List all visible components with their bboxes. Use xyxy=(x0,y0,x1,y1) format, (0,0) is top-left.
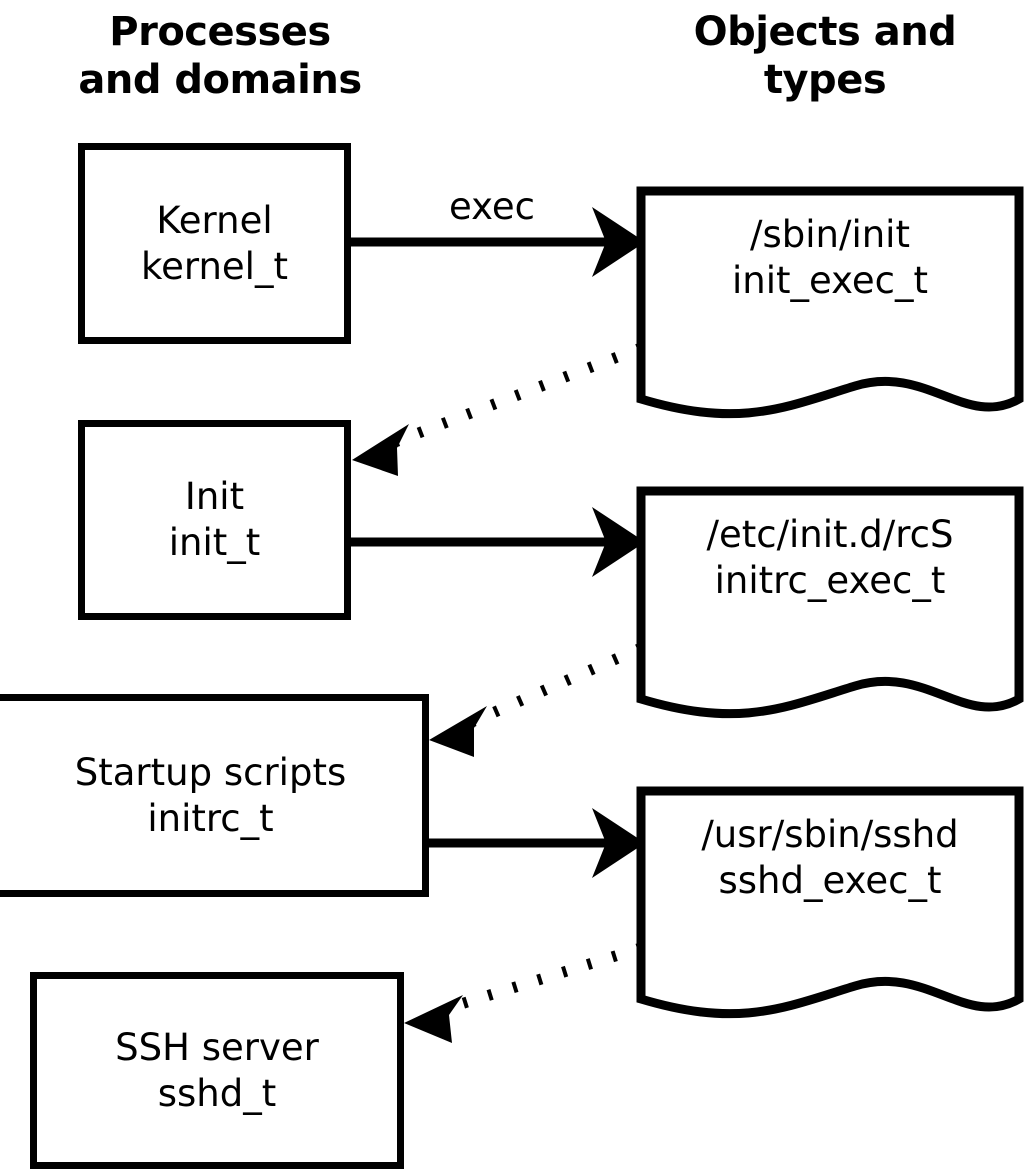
object-doc-sshd-exec[interactable]: /usr/sbin/sshd sshd_exec_t xyxy=(636,786,1024,1030)
process-name: SSH server xyxy=(115,1025,319,1069)
edge-exec-init-initrc xyxy=(350,507,645,577)
column-header-objects: Objects and types xyxy=(693,9,957,103)
edge-transition-sshd xyxy=(404,942,643,1043)
process-type: sshd_t xyxy=(157,1071,277,1115)
document-shape-icon xyxy=(636,186,1024,419)
column-header-processes: Processes and domains xyxy=(78,9,362,103)
process-box-kernel[interactable]: Kernel kernel_t xyxy=(78,143,351,344)
object-type: sshd_exec_t xyxy=(718,859,942,902)
object-doc-initrc-exec[interactable]: /etc/init.d/rcS initrc_exec_t xyxy=(636,486,1024,730)
object-doc-init-exec[interactable]: /sbin/init init_exec_t xyxy=(636,186,1024,430)
object-path: /etc/init.d/rcS xyxy=(706,513,954,556)
object-type: initrc_exec_t xyxy=(714,559,946,602)
object-type: init_exec_t xyxy=(731,259,928,302)
process-type: kernel_t xyxy=(141,244,288,288)
process-box-initrc[interactable]: Startup scripts initrc_t xyxy=(0,694,429,897)
edge-exec-initrc-sshd xyxy=(426,808,645,878)
document-shape-icon xyxy=(636,786,1024,1019)
process-name: Init xyxy=(184,475,245,518)
process-box-sshd[interactable]: SSH server sshd_t xyxy=(30,972,404,1169)
process-type: init_t xyxy=(168,521,261,564)
edge-transition-init xyxy=(352,342,643,476)
process-name: Kernel xyxy=(156,198,273,242)
edge-transition-initrc xyxy=(429,642,644,757)
edge-label-exec: exec xyxy=(449,185,535,228)
object-path: /sbin/init xyxy=(750,213,910,256)
process-name: Startup scripts xyxy=(74,750,347,794)
process-box-init[interactable]: Init init_t xyxy=(78,420,351,620)
document-shape-icon xyxy=(636,486,1024,719)
object-path: /usr/sbin/sshd xyxy=(701,813,959,856)
process-type: initrc_t xyxy=(147,796,274,840)
